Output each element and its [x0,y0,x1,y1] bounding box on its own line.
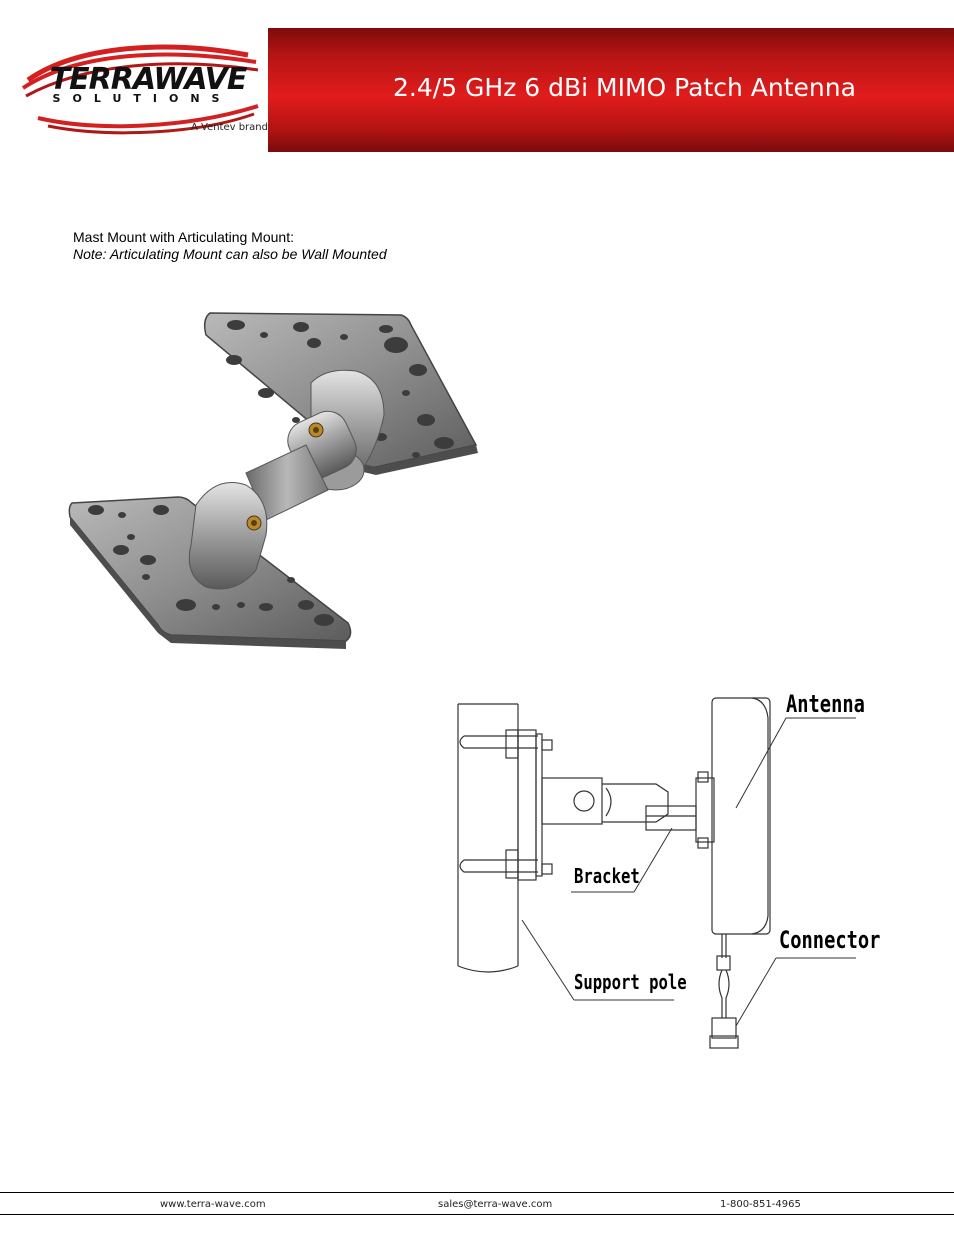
caption-note: Note: Articulating Mount can also be Wal… [73,246,387,262]
footer-top-rule [0,1192,954,1193]
mounting-diagram-drawing [457,697,856,1049]
footer-bottom-rule [0,1214,954,1215]
mounting-diagram: Antenna Bracket Connector Support pole [446,688,880,1052]
title-banner: 2.4/5 GHz 6 dBi MIMO Patch Antenna [268,28,954,152]
bracket-label: Bracket [574,864,640,888]
support-pole-label: Support pole [574,970,687,994]
connector-label: Connector [779,926,881,954]
logo-subtitle: SOLUTIONS [52,92,232,105]
company-logo: TERRAWAVE SOLUTIONS A Ventev brand [18,40,268,150]
mount-caption: Mast Mount with Articulating Mount: Note… [73,229,387,263]
logo-swoosh-graphic [21,44,259,135]
footer-phone: 1-800-851-4965 [720,1199,801,1210]
footer-website: www.terra-wave.com [160,1199,266,1210]
logo-wordmark: TERRAWAVE [49,62,248,97]
antenna-label: Antenna [786,690,865,718]
footer-email: sales@terra-wave.com [438,1199,553,1210]
logo-tagline: A Ventev brand [190,122,268,133]
caption-line: Mast Mount with Articulating Mount: [73,229,294,245]
page-title: 2.4/5 GHz 6 dBi MIMO Patch Antenna [393,73,856,102]
articulating-mount-image [68,312,478,649]
